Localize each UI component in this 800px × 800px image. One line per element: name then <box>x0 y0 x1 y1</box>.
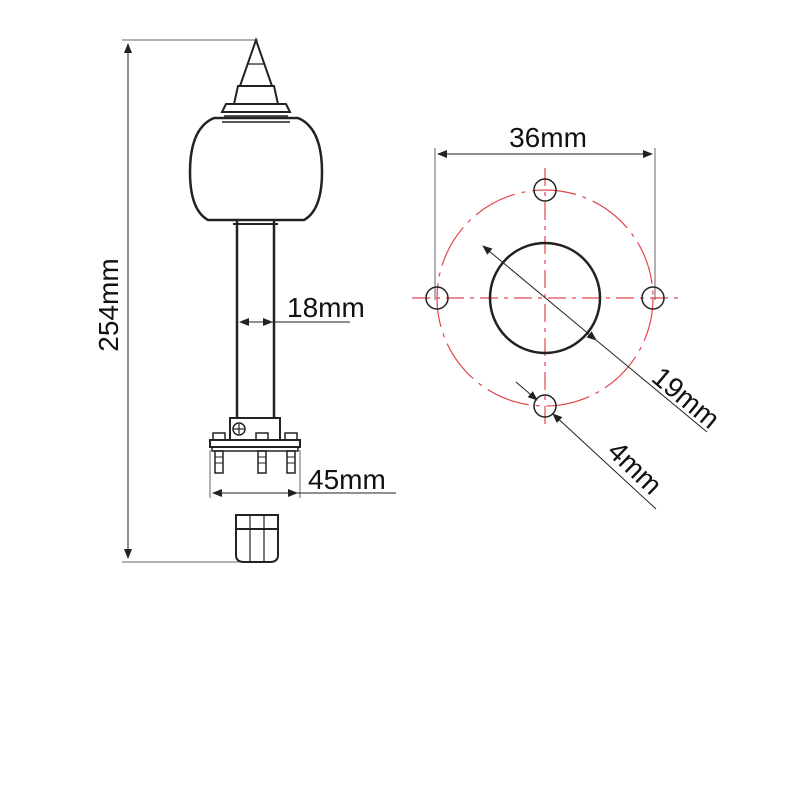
spike-tip <box>220 36 292 117</box>
height-dimension: 254mm <box>93 39 270 563</box>
center-lines <box>412 168 680 430</box>
mounting-holes <box>425 178 665 418</box>
bolts <box>214 450 296 474</box>
center-hole-dimension: 19mm <box>482 245 726 435</box>
side-view: 254mm 18mm <box>93 36 396 563</box>
center-hole-label: 19mm <box>646 361 726 435</box>
mount-hole-dimension: 4mm <box>515 381 668 510</box>
tube-diameter-dimension: 18mm <box>239 292 365 326</box>
hole-spacing-dimension: 36mm <box>434 122 656 300</box>
mounting-bracket <box>209 417 301 452</box>
cable-gland <box>235 514 279 563</box>
bracket-width-label: 45mm <box>308 464 386 495</box>
ball-head <box>188 116 324 222</box>
tube-diameter-label: 18mm <box>287 292 365 323</box>
top-view: 36mm 19mm 4mm <box>412 122 726 510</box>
hole-spacing-label: 36mm <box>509 122 587 153</box>
bracket-width-dimension: 45mm <box>209 450 396 498</box>
height-label: 254mm <box>93 258 124 351</box>
tube <box>233 220 278 418</box>
